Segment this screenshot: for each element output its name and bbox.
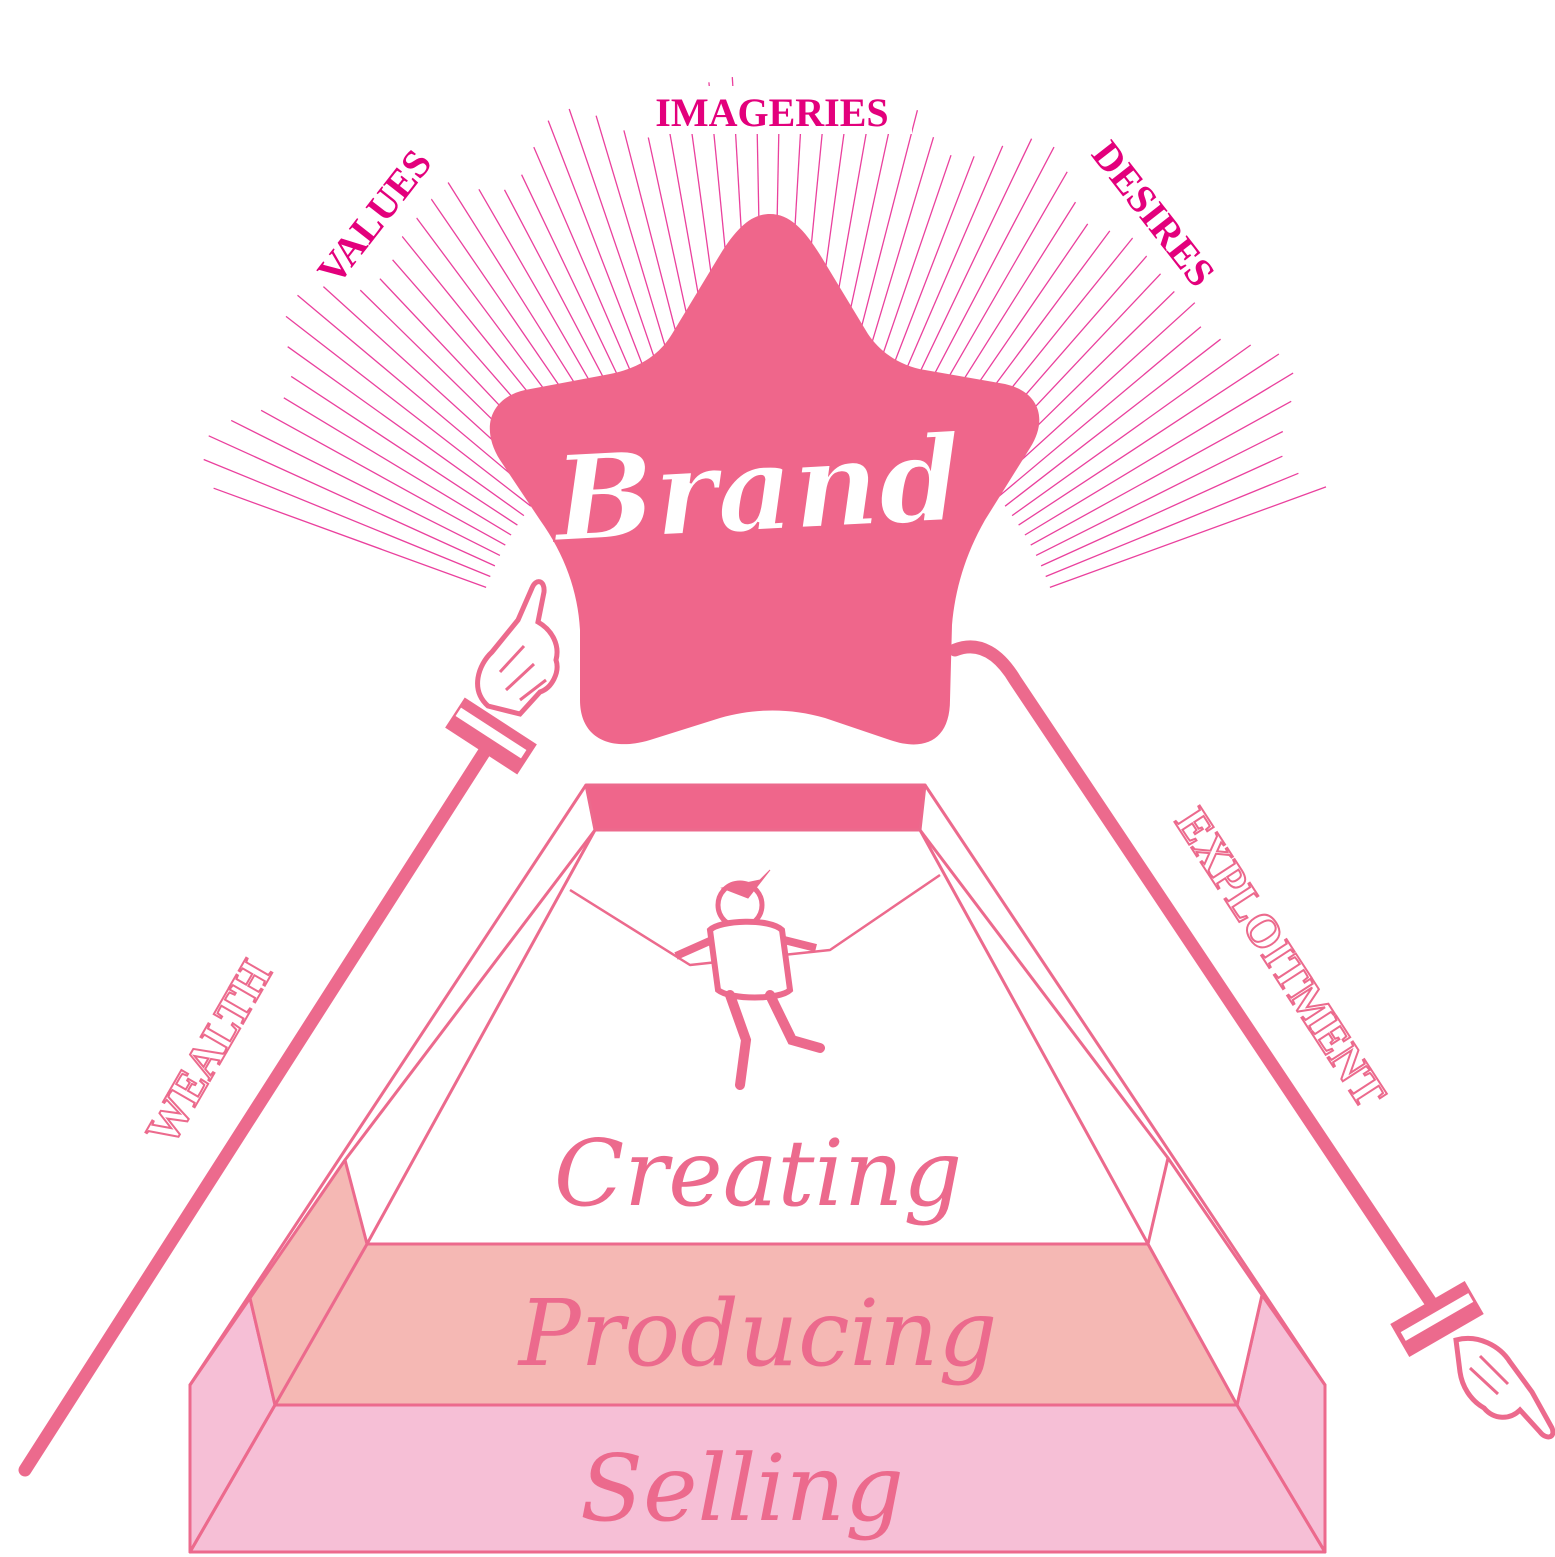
wealth-label: WEALTH (136, 951, 282, 1152)
ray-line (1004, 338, 1221, 507)
left-arm (18, 579, 560, 1477)
ray-line (285, 315, 532, 507)
ray-line (287, 346, 525, 517)
pointing-hand-icon (475, 579, 560, 717)
ray-label-masks (310, 86, 1227, 302)
ray-line (208, 435, 496, 567)
ray-line (1030, 400, 1292, 546)
desires-label: DESIRES (1083, 132, 1224, 295)
pointing-hand-icon (1453, 1336, 1555, 1440)
ray-line (297, 294, 539, 498)
imageries-label: IMAGERIES (655, 90, 888, 135)
ray-line (1011, 344, 1252, 517)
ray-line (997, 326, 1202, 498)
producing-label: Producing (517, 1280, 998, 1387)
tightrope-boy-icon (674, 869, 825, 1090)
ray-line (989, 302, 1196, 489)
ray-line (1018, 353, 1280, 526)
ray-line (1049, 486, 1327, 589)
ray-line (213, 487, 487, 589)
ray-line (547, 120, 661, 411)
brand-star: Brand (489, 214, 1040, 745)
pyramid (188, 783, 1327, 1554)
brand-label: Brand (548, 409, 964, 569)
ray-line (290, 375, 518, 526)
ray-line (283, 397, 512, 536)
selling-label: Selling (580, 1435, 904, 1542)
ray-line (1024, 372, 1294, 536)
ray-line (1040, 455, 1283, 567)
ray-line (203, 458, 491, 578)
ray-line (1045, 472, 1299, 578)
creating-label: Creating (554, 1120, 962, 1227)
right-arm (948, 640, 1555, 1440)
ray-line (1035, 430, 1284, 556)
ray-line (260, 409, 506, 546)
ray-line (230, 419, 501, 556)
